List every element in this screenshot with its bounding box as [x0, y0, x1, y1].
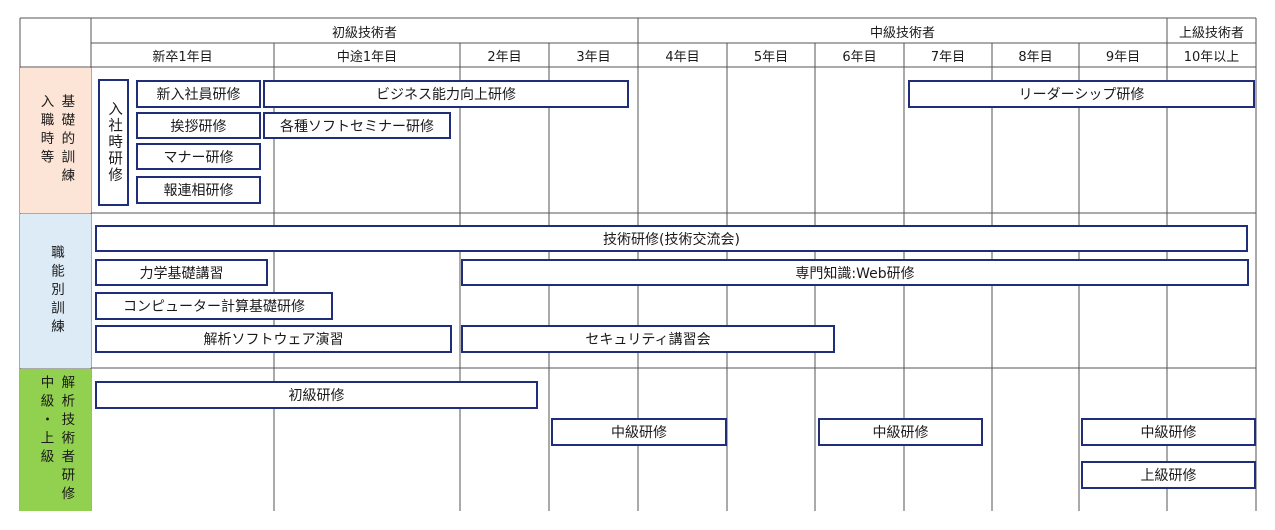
course-box: 初級研修: [95, 381, 538, 409]
year-header: 6年目: [842, 49, 877, 65]
course-box: 技術研修(技術交流会): [95, 225, 1248, 252]
onboarding-training-box: 入社時研修: [98, 79, 129, 206]
year-header: 5年目: [753, 49, 789, 65]
year-header: 2年目: [487, 49, 522, 65]
course-box: 上級研修: [1081, 461, 1256, 489]
year-header: 8年目: [1018, 49, 1053, 65]
course-box: 中級研修: [818, 418, 983, 446]
course-box: 報連相研修: [136, 176, 261, 204]
course-box: 挨拶研修: [136, 112, 261, 139]
category-label-line: 中級・上級: [37, 375, 54, 468]
category-label-analysis: 解析技術者研修 中級・上級: [20, 369, 91, 511]
level-header-advanced: 上級技術者: [1178, 25, 1244, 41]
year-header: 10年以上: [1183, 49, 1240, 65]
course-box: 各種ソフトセミナー研修: [263, 112, 451, 139]
course-box: リーダーシップ研修: [908, 80, 1255, 108]
course-box: 力学基礎講習: [95, 259, 268, 286]
category-bg-functional: [20, 214, 91, 368]
category-label-line: 基礎的訓練: [58, 94, 75, 187]
onboarding-training-label: 入社時研修: [106, 101, 123, 184]
course-box: セキュリティ講習会: [461, 325, 835, 353]
category-label-line: 職能別訓練: [47, 244, 64, 338]
course-box: コンピューター計算基礎研修: [95, 292, 333, 320]
year-header: 中途1年目: [336, 49, 398, 65]
year-header: 4年目: [665, 49, 700, 65]
course-box: マナー研修: [136, 143, 261, 170]
course-box: 中級研修: [1081, 418, 1256, 446]
course-box: 新入社員研修: [136, 80, 261, 108]
course-box: ビジネス能力向上研修: [263, 80, 629, 108]
category-bg-analysis: [20, 369, 91, 511]
course-box: 解析ソフトウェア演習: [95, 325, 452, 353]
category-label-line: 解析技術者研修: [58, 375, 75, 505]
course-box: 専門知識:Web研修: [461, 259, 1249, 286]
year-header: 3年目: [576, 49, 611, 65]
year-header: 新卒1年目: [152, 49, 213, 65]
level-header-intermediate: 中級技術者: [869, 25, 935, 41]
category-bg-basic: [20, 68, 91, 213]
level-header-beginner: 初級技術者: [331, 25, 397, 41]
course-box: 中級研修: [551, 418, 727, 446]
category-label-line: 入職時等: [37, 94, 54, 169]
year-header: 7年目: [930, 49, 966, 65]
category-label-functional: 職能別訓練: [20, 214, 91, 368]
category-label-basic: 基礎的訓練 入職時等: [20, 68, 91, 213]
year-header: 9年目: [1105, 49, 1141, 65]
